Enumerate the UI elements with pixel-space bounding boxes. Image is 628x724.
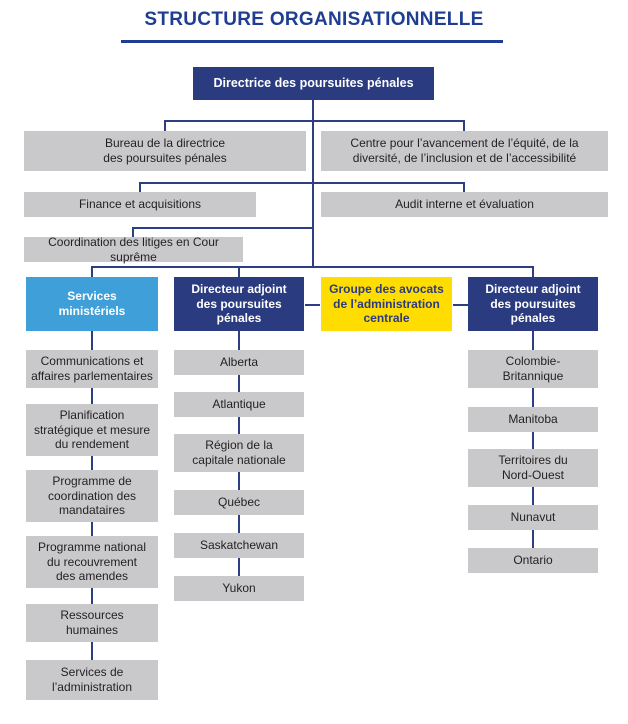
- connector-distribution-drop-directeur-2: [532, 266, 534, 278]
- node-finance-acquisitions: Finance et acquisitions: [24, 192, 256, 217]
- node-saskatchewan: Saskatchewan: [174, 533, 304, 558]
- node-territoires-nord-ouest: Territoires du Nord-Ouest: [468, 449, 598, 487]
- node-audit-interne-label: Audit interne et évaluation: [395, 197, 534, 212]
- connector-row4-horizontal: [132, 227, 314, 229]
- node-directrice-label: Directrice des poursuites pénales: [213, 75, 414, 90]
- node-atlantique-label: Atlantique: [212, 397, 266, 412]
- node-manitoba-label: Manitoba: [508, 412, 558, 427]
- connector-row4-drop-left: [132, 227, 134, 237]
- node-coordination-litiges: Coordination des litiges en Cour suprême: [24, 234, 243, 264]
- node-alberta-label: Alberta: [219, 355, 259, 370]
- node-territoires-nord-ouest-label: Territoires du Nord-Ouest: [498, 453, 568, 482]
- connector-column-regions-b: [532, 331, 534, 550]
- title-underline: [121, 40, 503, 43]
- node-services-administration: Services de l’administration: [26, 660, 158, 700]
- node-directrice: Directrice des poursuites pénales: [193, 67, 434, 100]
- node-directeur-adjoint-2-label: Directeur adjoint des poursuites pénales: [485, 281, 581, 326]
- node-directeur-adjoint-1: Directeur adjoint des poursuites pénales: [174, 277, 304, 331]
- node-centre-equite: Centre pour l’avancement de l’équité, de…: [321, 131, 608, 171]
- connector-row2-drop-left: [164, 120, 166, 132]
- node-communications-label: Communications et affaires parlementaire…: [31, 354, 153, 383]
- node-audit-interne: Audit interne et évaluation: [321, 192, 608, 217]
- node-groupe-avocats: Groupe des avocats de l’administration c…: [321, 277, 452, 331]
- connector-distribution-horizontal: [91, 266, 534, 268]
- node-coordination-litiges-label: Coordination des litiges en Cour suprême: [48, 234, 219, 264]
- connector-row3-drop-left: [139, 182, 141, 192]
- node-ressources-humaines-label: Ressources humaines: [60, 608, 124, 637]
- node-finance-acquisitions-label: Finance et acquisitions: [78, 197, 202, 212]
- node-alberta: Alberta: [174, 350, 304, 375]
- node-yukon: Yukon: [174, 576, 304, 601]
- node-centre-equite-label: Centre pour l’avancement de l’équité, de…: [350, 136, 579, 165]
- node-saskatchewan-label: Saskatchewan: [199, 538, 279, 553]
- node-nunavut: Nunavut: [468, 505, 598, 530]
- page-title: STRUCTURE ORGANISATIONNELLE: [144, 9, 484, 30]
- node-programme-national-label: Programme national du recouvrement des a…: [37, 539, 147, 584]
- connector-stub-groupe-left: [305, 304, 320, 306]
- connector-row3-drop-right: [463, 182, 465, 192]
- node-services-administration-label: Services de l’administration: [51, 665, 133, 694]
- node-yukon-label: Yukon: [222, 581, 256, 596]
- node-communications: Communications et affaires parlementaire…: [26, 350, 158, 388]
- connector-row2-drop-right: [463, 120, 465, 132]
- node-region-capitale-label: Région de la capitale nationale: [192, 438, 286, 467]
- connector-distribution-drop-directeur-1: [238, 266, 240, 278]
- node-services-ministeriels: Services ministériels: [26, 277, 158, 331]
- node-planification-label: Planification stratégique et mesure du r…: [33, 407, 151, 452]
- connector-row2-horizontal: [164, 120, 465, 122]
- node-directeur-adjoint-1-label: Directeur adjoint des poursuites pénales: [191, 281, 287, 326]
- node-quebec: Québec: [174, 490, 304, 515]
- connector-trunk: [312, 100, 314, 268]
- node-ontario-label: Ontario: [513, 553, 553, 568]
- node-ressources-humaines: Ressources humaines: [26, 604, 158, 642]
- node-nunavut-label: Nunavut: [510, 510, 556, 525]
- node-groupe-avocats-label: Groupe des avocats de l’administration c…: [329, 281, 444, 326]
- node-quebec-label: Québec: [217, 495, 261, 510]
- node-programme-coordination: Programme de coordination des mandataire…: [26, 470, 158, 522]
- node-manitoba: Manitoba: [468, 407, 598, 432]
- node-planification: Planification stratégique et mesure du r…: [26, 404, 158, 456]
- node-programme-national: Programme national du recouvrement des a…: [26, 536, 158, 588]
- connector-stub-groupe-right: [453, 304, 468, 306]
- node-services-ministeriels-label: Services ministériels: [58, 289, 126, 318]
- node-directeur-adjoint-2: Directeur adjoint des poursuites pénales: [468, 277, 598, 331]
- node-colombie-britannique: Colombie- Britannique: [468, 350, 598, 388]
- node-atlantique: Atlantique: [174, 392, 304, 417]
- node-programme-coordination-label: Programme de coordination des mandataire…: [47, 473, 137, 518]
- node-region-capitale: Région de la capitale nationale: [174, 434, 304, 472]
- node-bureau-directrice: Bureau de la directrice des poursuites p…: [24, 131, 306, 171]
- connector-distribution-drop-services: [91, 266, 93, 278]
- node-bureau-directrice-label: Bureau de la directrice des poursuites p…: [103, 136, 227, 165]
- connector-row3-horizontal: [139, 182, 465, 184]
- node-ontario: Ontario: [468, 548, 598, 573]
- node-colombie-britannique-label: Colombie- Britannique: [502, 354, 564, 383]
